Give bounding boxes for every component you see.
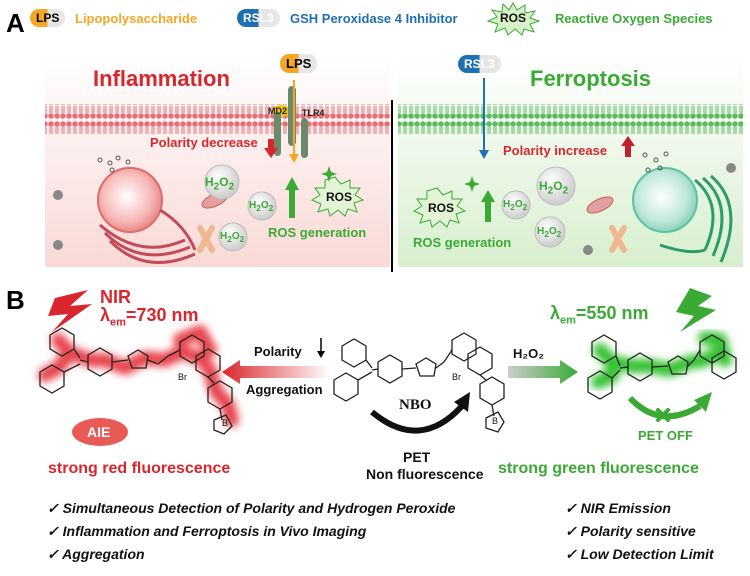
polarity-increase-arrow bbox=[621, 136, 635, 157]
panel-a-letter: A bbox=[6, 8, 25, 38]
pet-label: PET bbox=[403, 449, 431, 465]
h2o2-bubble-right-2 bbox=[501, 190, 531, 220]
h2o2-label-left-1: H2O2 bbox=[205, 175, 235, 193]
h2o2-label-left-2: H2O2 bbox=[249, 200, 274, 213]
ferroptosis-cell-background bbox=[398, 55, 743, 267]
sparkle-left-icon bbox=[321, 166, 337, 182]
bullet-item: ✓ Aggregation bbox=[47, 546, 145, 562]
vesicle-dots-left bbox=[97, 155, 131, 173]
x-chromosome-icon-right bbox=[609, 225, 627, 253]
bullet-item: ✓ Low Detection Limit bbox=[565, 546, 714, 562]
inflammation-title: Inflammation bbox=[93, 66, 230, 91]
non-fluorescence-label: Non fluorescence bbox=[366, 466, 484, 482]
bullet-item: ✓ Simultaneous Detection of Polarity and… bbox=[47, 500, 456, 516]
b-label-center: B bbox=[492, 416, 499, 426]
ros-legend-burst-icon bbox=[486, 2, 541, 36]
ros-burst-right-icon bbox=[412, 187, 467, 228]
ros-label-right: ROS bbox=[428, 201, 455, 215]
ros-generation-arrow-right bbox=[481, 190, 495, 222]
panel-b-letter: B bbox=[6, 285, 25, 315]
ferroptosis-title: Ferroptosis bbox=[530, 66, 652, 91]
x-chromosome-icon-left bbox=[197, 225, 215, 253]
bullet-item: ✓ Inflammation and Ferroptosis in Vivo I… bbox=[47, 523, 367, 539]
polarity-aggregation-arrow bbox=[222, 360, 330, 384]
h2o2-label-right-3: H2O2 bbox=[537, 226, 562, 239]
lambda-left: λ bbox=[100, 305, 111, 325]
pet-off-label: PET OFF bbox=[638, 428, 693, 443]
inflammation-membrane bbox=[45, 104, 390, 134]
h2o2-bubble-left-2 bbox=[247, 191, 277, 221]
h2o2-bubble-left-3 bbox=[218, 222, 248, 252]
md2-label: MD2 bbox=[268, 106, 288, 116]
polarity-decrease-arrow bbox=[264, 139, 278, 158]
polarity-decrease-label: Polarity decrease bbox=[150, 135, 258, 150]
h2o2-label-right-2: H2O2 bbox=[503, 199, 528, 212]
b-label-left: B bbox=[222, 418, 229, 428]
value-left: =730 nm bbox=[125, 305, 199, 325]
nir-lightning-icon bbox=[48, 290, 92, 332]
ros-generation-arrow-left bbox=[285, 177, 299, 218]
aie-badge-background bbox=[72, 418, 128, 446]
aggregation-label: Aggregation bbox=[246, 382, 323, 397]
green-lightning-icon bbox=[676, 288, 716, 332]
emission-left-label: λem=730 nm bbox=[100, 305, 198, 329]
ferroptosis-nucleus-icon bbox=[632, 167, 698, 233]
ferroptosis-er-icon bbox=[659, 174, 733, 263]
probe-molecule bbox=[333, 332, 505, 433]
h2o2-label-left-3: H2O2 bbox=[220, 231, 245, 244]
rsl3-legend-badge: RSL3 bbox=[237, 9, 280, 27]
panel-a-diagram bbox=[45, 55, 743, 272]
h2o2-label-right-1: H2O2 bbox=[539, 179, 569, 197]
sparkle-right-icon bbox=[464, 176, 480, 192]
vesicle-dots-right bbox=[642, 151, 669, 173]
h2o2-bubble-right-1 bbox=[536, 166, 576, 206]
green-fluorescent-molecule bbox=[587, 331, 737, 400]
rsl3-legend-text: GSH Peroxidase 4 Inhibitor bbox=[290, 11, 458, 26]
em-right: em bbox=[560, 314, 576, 327]
value-right: =550 nm bbox=[575, 303, 649, 323]
pet-off-x-icon bbox=[656, 408, 670, 422]
bullet-item: ✓ NIR Emission bbox=[565, 500, 671, 516]
h2o2-arrow bbox=[508, 360, 578, 384]
emission-right-label: λem=550 nm bbox=[550, 303, 648, 327]
lps-legend-badge: LPS bbox=[30, 9, 66, 27]
lambda-right: λ bbox=[550, 303, 561, 323]
h2o2-arrow-label: H₂O₂ bbox=[513, 346, 545, 361]
bullet-item: ✓ Polarity sensitive bbox=[565, 523, 696, 539]
ferroptosis-membrane bbox=[398, 104, 743, 134]
strong-red-fluorescence: strong red fluorescence bbox=[48, 460, 231, 477]
nbo-pet-curved-arrow bbox=[370, 403, 465, 434]
ros-legend-badge: ROS bbox=[500, 11, 527, 25]
mitochondria-icon-right bbox=[586, 196, 614, 214]
em-left: em bbox=[110, 316, 126, 329]
ros-generation-left-label: ROS generation bbox=[268, 225, 367, 240]
ros-burst-left-icon bbox=[310, 176, 365, 217]
nir-label: NIR bbox=[100, 287, 131, 307]
bullet-list-left: ✓ Simultaneous Detection of Polarity and… bbox=[47, 500, 455, 569]
ros-generation-right-label: ROS generation bbox=[413, 235, 512, 250]
nbo-label: NBO bbox=[399, 397, 432, 413]
inflammation-cell-background bbox=[45, 55, 390, 267]
tlr4-label: TLR4 bbox=[302, 108, 325, 118]
h2o2-bubble-right-3 bbox=[534, 216, 566, 248]
br-label-left: Br bbox=[178, 372, 187, 382]
red-fluorescent-molecule bbox=[38, 325, 239, 435]
ros-label-left: ROS bbox=[326, 190, 353, 204]
br-label-center: Br bbox=[452, 372, 461, 382]
lps-badge: LPS bbox=[280, 54, 318, 73]
rsl3-badge: RSL3 bbox=[458, 55, 501, 73]
inflammation-nucleus-icon bbox=[97, 167, 163, 233]
polarity-label: Polarity bbox=[254, 344, 302, 359]
inflammation-er-icon bbox=[99, 208, 197, 264]
strong-green-fluorescence: strong green fluorescence bbox=[498, 460, 699, 477]
h2o2-bubble-left-1 bbox=[204, 164, 240, 200]
panel-b-diagram bbox=[38, 288, 737, 446]
ros-legend-text: Reactive Oxygen Species bbox=[555, 11, 713, 26]
polarity-increase-label: Polarity increase bbox=[503, 143, 608, 158]
aie-label: AIE bbox=[87, 424, 111, 440]
bullet-list-right: ✓ NIR Emission ✓ Polarity sensitive ✓ Lo… bbox=[565, 500, 714, 569]
lps-legend-text: Lipopolysaccharide bbox=[75, 11, 198, 26]
